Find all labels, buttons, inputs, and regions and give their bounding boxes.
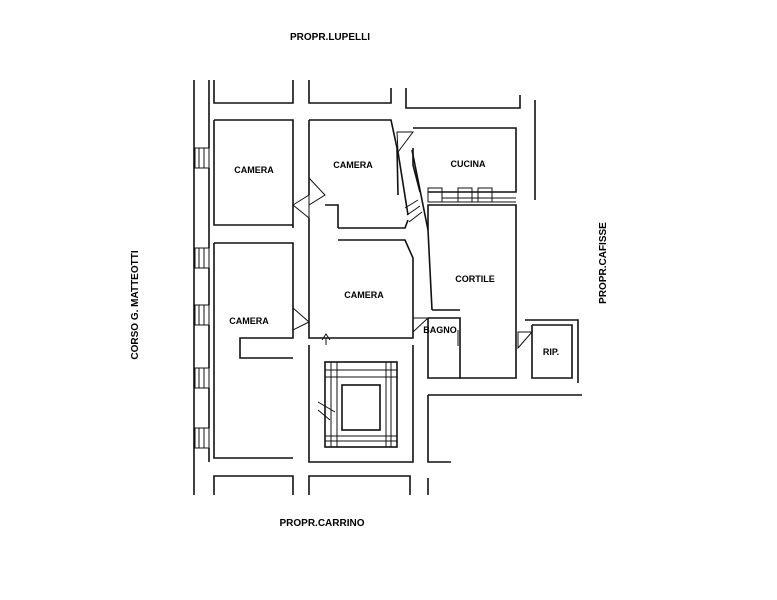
room-camera-top-center <box>308 119 409 229</box>
neighbor-label-left: CORSO G. MATTEOTTI <box>130 250 141 359</box>
left-windows <box>194 147 210 449</box>
room-cucina <box>412 127 517 203</box>
room-rip <box>525 319 579 383</box>
room-label-camera-top-center: CAMERA <box>333 160 373 170</box>
room-camera-left <box>213 242 294 459</box>
neighbor-label-right: PROPR.CAFISSE <box>598 222 609 304</box>
room-label-camera-center: CAMERA <box>344 290 384 300</box>
right-corridor <box>427 394 582 495</box>
room-label-rip: RIP. <box>543 347 559 357</box>
top-boundary <box>213 80 536 200</box>
room-camera-center <box>308 218 414 339</box>
room-label-camera-left: CAMERA <box>229 316 269 326</box>
neighbor-label-top: PROPR.LUPELLI <box>290 32 370 43</box>
diagonal-passage <box>397 149 429 231</box>
neighbor-label-bottom: PROPR.CARRINO <box>279 518 364 529</box>
room-label-cortile: CORTILE <box>455 274 495 284</box>
room-label-bagno: BAGNO <box>423 325 457 335</box>
room-bagno <box>427 317 461 379</box>
room-label-camera-top-left: CAMERA <box>234 165 274 175</box>
exterior-wall-left <box>193 80 210 495</box>
room-cortile <box>427 204 517 379</box>
stairwell <box>308 333 414 463</box>
room-label-cucina: CUCINA <box>451 159 486 169</box>
bottom-boundary <box>213 475 411 495</box>
room-camera-top-left <box>213 119 294 228</box>
